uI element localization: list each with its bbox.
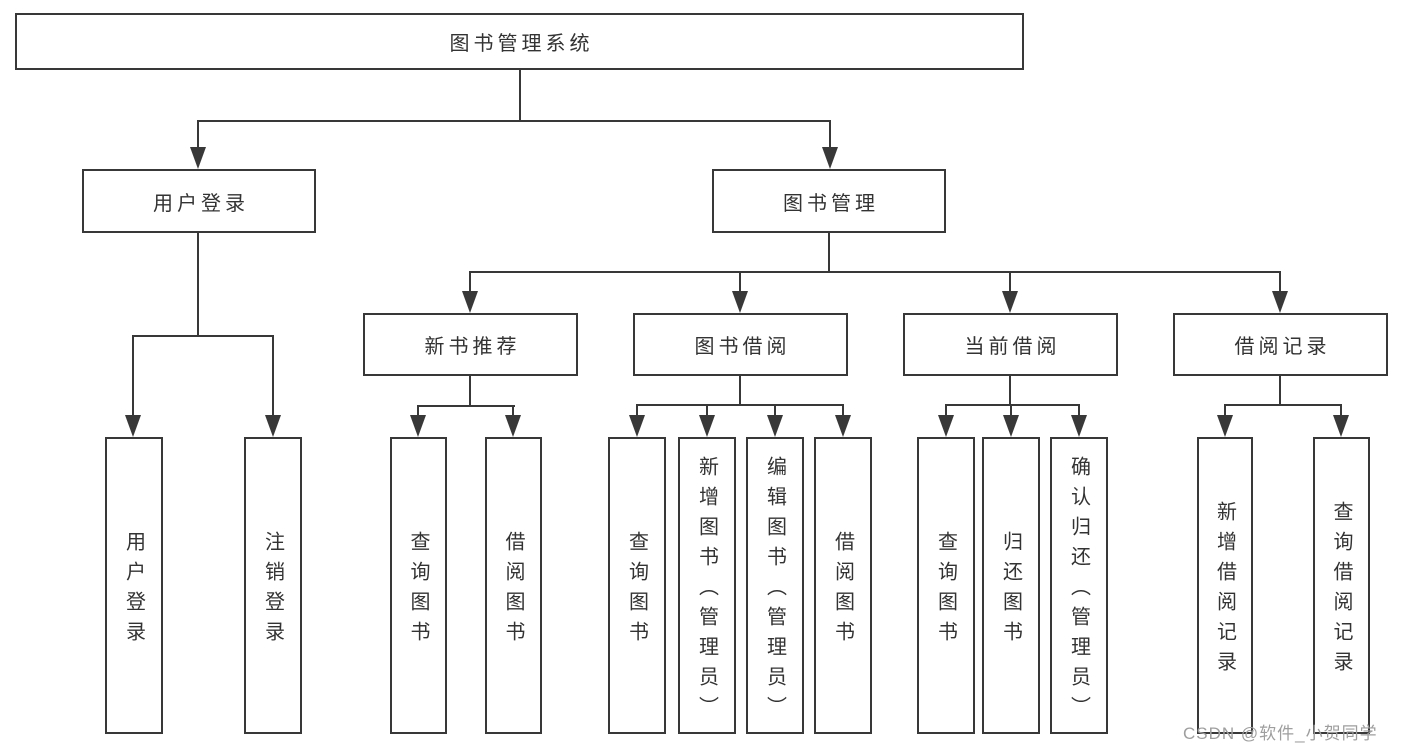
leaf-borrow-books-label: 借阅图书 [831, 530, 854, 651]
leaf-return-books-label: 归还图书 [999, 530, 1022, 651]
connector-leaf-stub [842, 404, 844, 417]
connector-level2-rail [197, 120, 831, 122]
arrowhead-down-icon [1002, 291, 1018, 313]
node-borrowing-records-label: 借阅记录 [1234, 336, 1331, 358]
connector-to-leaf-logout [272, 335, 274, 417]
connector-current-borrowing-rail [945, 404, 1080, 406]
watermark-text: CSDN @软件_小贺同学 [1183, 724, 1378, 743]
connector-leaf-stub [1340, 404, 1342, 417]
connector-new-book-stem [469, 376, 471, 406]
connector-borrowing-records-rail [1224, 404, 1342, 406]
leaf-logout: 注销登录 [244, 437, 302, 734]
connector-leaf-stub [636, 404, 638, 417]
arrowhead-down-icon [462, 291, 478, 313]
connector-to-book-management [829, 120, 831, 150]
node-current-borrowing: 当前借阅 [903, 313, 1118, 376]
connector-book-borrowing-stem [739, 376, 741, 405]
arrowhead-down-icon [505, 415, 521, 437]
connector-book-borrowing-rail [636, 404, 844, 406]
arrowhead-down-icon [822, 147, 838, 169]
connector-to-book-borrowing [739, 271, 741, 295]
node-user-login: 用户登录 [82, 169, 316, 233]
connector-leaf-stub [945, 404, 947, 417]
leaf-borrow-books: 借阅图书 [814, 437, 872, 734]
leaf-query-books-borrowing: 查询图书 [608, 437, 666, 734]
leaf-edit-books-admin: 编辑图书（管理员） [746, 437, 804, 734]
node-new-book-recommendation: 新书推荐 [363, 313, 578, 376]
node-current-borrowing-label: 当前借阅 [964, 336, 1061, 358]
connector-leaf-stub [774, 404, 776, 417]
leaf-query-books-borrowing-label: 查询图书 [625, 530, 648, 651]
arrowhead-down-icon [1003, 415, 1019, 437]
connector-leaf-stub [1010, 404, 1012, 417]
arrowhead-down-icon [767, 415, 783, 437]
connector-new-book-rail [417, 405, 515, 407]
arrowhead-down-icon [835, 415, 851, 437]
leaf-add-books-admin-label: 新增图书（管理员） [695, 455, 718, 726]
connector-level3-rail [469, 271, 1281, 273]
leaf-query-borrowing-record: 查询借阅记录 [1313, 437, 1370, 734]
leaf-logout-label: 注销登录 [261, 530, 284, 651]
leaf-add-borrowing-record-label: 新增借阅记录 [1213, 500, 1236, 681]
leaf-query-books-recommend-label: 查询图书 [407, 530, 429, 651]
arrowhead-down-icon [125, 415, 141, 437]
connector-borrowing-records-stem [1279, 376, 1281, 405]
node-book-management-label: 图书管理 [783, 192, 879, 215]
node-book-borrowing: 图书借阅 [633, 313, 848, 376]
connector-to-current-borrowing [1009, 271, 1011, 295]
arrowhead-down-icon [1333, 415, 1349, 437]
node-new-book-recommendation-label: 新书推荐 [424, 336, 521, 358]
arrowhead-down-icon [1272, 291, 1288, 313]
connector-book-management-stem [828, 233, 830, 271]
arrowhead-down-icon [1217, 415, 1233, 437]
node-borrowing-records: 借阅记录 [1173, 313, 1388, 376]
arrowhead-down-icon [1071, 415, 1087, 437]
connector-leaf-stub [706, 404, 708, 417]
leaf-query-books-recommend: 查询图书 [390, 437, 447, 734]
connector-user-login-stem [197, 233, 199, 335]
leaf-confirm-return-admin: 确认归还（管理员） [1050, 437, 1108, 734]
connector-to-leaf-user-login [132, 335, 134, 417]
connector-to-new-book-recommendation [469, 271, 471, 295]
leaf-borrow-books-recommend-label: 借阅图书 [502, 530, 524, 651]
node-book-borrowing-label: 图书借阅 [694, 336, 791, 358]
node-library-management-system-label: 图书管理系统 [449, 33, 594, 55]
connector-leaf-stub [417, 405, 419, 417]
leaf-query-borrowing-record-label: 查询借阅记录 [1330, 500, 1352, 681]
connector-to-user-login [197, 120, 199, 150]
node-user-login-label: 用户登录 [153, 192, 249, 215]
arrowhead-down-icon [190, 147, 206, 169]
node-library-management-system: 图书管理系统 [15, 13, 1024, 70]
leaf-return-books: 归还图书 [982, 437, 1040, 734]
arrowhead-down-icon [410, 415, 426, 437]
connector-current-borrowing-stem [1009, 376, 1011, 405]
arrowhead-down-icon [699, 415, 715, 437]
leaf-query-books-current-label: 查询图书 [934, 530, 957, 651]
connector-leaf-stub [1078, 404, 1080, 417]
leaf-user-login: 用户登录 [105, 437, 163, 734]
leaf-borrow-books-recommend: 借阅图书 [485, 437, 542, 734]
connector-root-stem [519, 70, 521, 120]
leaf-user-login-label: 用户登录 [122, 530, 145, 651]
connector-leaf-stub [512, 405, 514, 417]
arrowhead-down-icon [938, 415, 954, 437]
connector-user-login-rail [132, 335, 274, 337]
node-book-management: 图书管理 [712, 169, 946, 233]
leaf-confirm-return-admin-label: 确认归还（管理员） [1067, 455, 1090, 726]
leaf-add-borrowing-record: 新增借阅记录 [1197, 437, 1253, 734]
leaf-edit-books-admin-label: 编辑图书（管理员） [763, 455, 786, 726]
leaf-add-books-admin: 新增图书（管理员） [678, 437, 736, 734]
connector-leaf-stub [1224, 404, 1226, 417]
arrowhead-down-icon [732, 291, 748, 313]
leaf-query-books-current: 查询图书 [917, 437, 975, 734]
connector-to-borrowing-records [1279, 271, 1281, 295]
arrowhead-down-icon [265, 415, 281, 437]
arrowhead-down-icon [629, 415, 645, 437]
